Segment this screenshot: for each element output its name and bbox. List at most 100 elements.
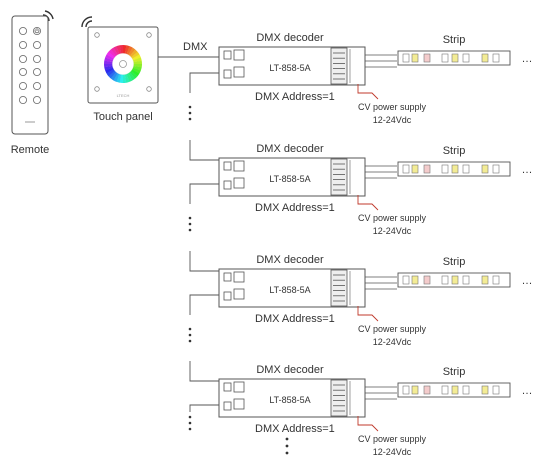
- decoder-port-left-bottom: [223, 180, 232, 190]
- color-wheel-icon: [104, 45, 142, 83]
- led-chip-icon: [441, 275, 449, 285]
- dmx-bus-label: DMX: [183, 41, 208, 53]
- strip-continuation: …: [522, 385, 533, 397]
- dmx-chain-out: [189, 72, 219, 93]
- led-chip-icon: [441, 164, 449, 174]
- power-wire: [357, 84, 379, 100]
- chain-dot: [188, 228, 192, 232]
- color-wheel-segment: [105, 67, 114, 74]
- rj45-port-in: [233, 381, 245, 393]
- color-wheel-segment: [124, 45, 130, 55]
- power-supply-label: CV power supply: [358, 324, 427, 334]
- chain-dot: [188, 222, 192, 226]
- panel-corner-button-bl: [94, 86, 100, 92]
- chain-dot: [188, 216, 192, 220]
- color-wheel-segment: [104, 57, 114, 63]
- color-wheel-segment: [133, 64, 142, 68]
- led-chip-icon: [441, 53, 449, 63]
- led-chip-icon: [411, 275, 419, 285]
- strip-label: Strip: [443, 366, 466, 378]
- decoder-title: DMX decoder: [256, 143, 324, 155]
- led-chip-icon: [462, 275, 470, 285]
- color-wheel-center: [112, 53, 134, 75]
- led-chip-icon: [451, 275, 459, 285]
- rj45-port-out: [233, 288, 245, 300]
- led-chip-icon: [402, 275, 410, 285]
- chain-dot: [188, 415, 192, 419]
- power-voltage-label: 12-24Vdc: [373, 337, 412, 347]
- decoder-title: DMX decoder: [256, 364, 324, 376]
- color-wheel-segment: [132, 67, 141, 74]
- led-chip-icon: [402, 164, 410, 174]
- led-chip-icon: [481, 385, 489, 395]
- led-chip-icon: [462, 164, 470, 174]
- dmx-chain-in: [189, 251, 219, 272]
- rj45-port-out: [233, 66, 245, 78]
- color-wheel-segment: [126, 73, 133, 82]
- chain-dot: [188, 333, 192, 337]
- rj45-port-out: [233, 177, 245, 189]
- strip-continuation: …: [522, 275, 533, 287]
- wireless-signal-icon: [81, 16, 93, 28]
- led-chip-icon: [492, 53, 500, 63]
- decoder-model: LT-858-5A: [269, 395, 310, 405]
- panel-corner-button-tl: [94, 32, 100, 38]
- rj45-port-in: [233, 160, 245, 172]
- decoder-port-left-top: [223, 50, 232, 60]
- led-chip-icon: [411, 53, 419, 63]
- color-wheel-segment: [130, 69, 140, 77]
- decoder-model: LT-858-5A: [269, 63, 310, 73]
- decoder-port-left-bottom: [223, 291, 232, 301]
- power-icon: [34, 28, 40, 34]
- color-wheel-segment: [128, 72, 136, 81]
- decoder-port-left-bottom: [223, 69, 232, 79]
- panel-corner-button-tr: [146, 32, 152, 38]
- power-wire: [357, 306, 379, 322]
- led-chip-icon: [411, 164, 419, 174]
- remote-body: [11, 15, 49, 135]
- power-voltage-label: 12-24Vdc: [373, 115, 412, 125]
- color-wheel-segment: [106, 69, 115, 77]
- power-supply-label: CV power supply: [358, 213, 427, 223]
- color-wheel-segment: [132, 65, 142, 71]
- color-wheel-segment: [128, 47, 136, 57]
- chain-dot: [188, 327, 192, 331]
- dmx-chain-out: [189, 183, 219, 204]
- dmx-address-label: DMX Address=1: [255, 423, 335, 435]
- led-chip-icon: [402, 53, 410, 63]
- chain-continuation-dots: [285, 437, 289, 455]
- strip-label: Strip: [443, 34, 466, 46]
- led-chip-icon: [462, 385, 470, 395]
- color-wheel-segment: [108, 49, 117, 58]
- remote: Remote: [11, 10, 54, 156]
- led-chip-icon: [481, 164, 489, 174]
- led-chip-icon: [451, 164, 459, 174]
- color-wheel-segment: [129, 49, 138, 58]
- color-wheel-segment: [110, 47, 118, 56]
- led-chip-icon: [481, 53, 489, 63]
- remote-label: Remote: [11, 144, 50, 156]
- color-wheel-segment: [122, 74, 127, 83]
- rj45-port-in: [233, 271, 245, 283]
- color-wheel-segment: [133, 60, 142, 65]
- led-chip-icon: [481, 275, 489, 285]
- color-wheel-segment: [113, 73, 120, 82]
- led-chip-icon: [402, 385, 410, 395]
- led-chip-icon: [451, 53, 459, 63]
- rj45-port-in: [233, 49, 245, 61]
- strip-continuation: …: [522, 53, 533, 65]
- power-wire: [357, 416, 379, 432]
- color-wheel-segment: [132, 54, 141, 61]
- rj45-port-out: [233, 398, 245, 410]
- color-wheel-segment: [104, 60, 113, 64]
- power-supply-label: CV power supply: [358, 434, 427, 444]
- terminal-block: [330, 158, 348, 196]
- dmx-chain-in: [189, 140, 219, 161]
- led-chip-icon: [441, 385, 449, 395]
- panel-corner-button-br: [146, 86, 152, 92]
